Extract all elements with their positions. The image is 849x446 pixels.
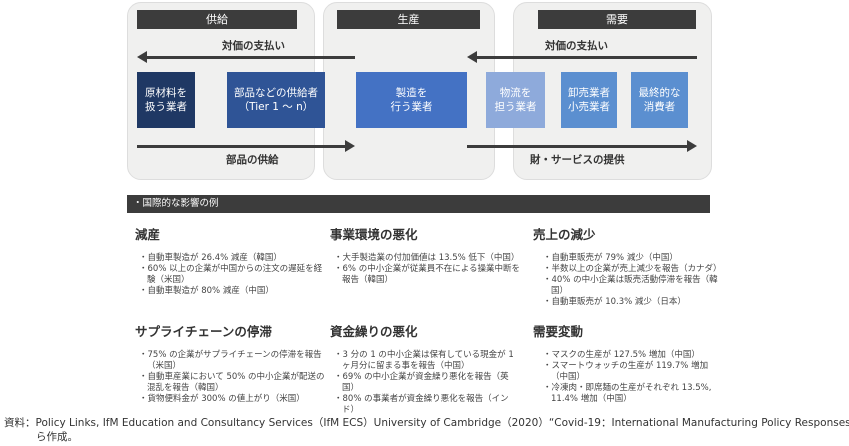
list-item: 半数以上の企業が売上減少を報告（カナダ） — [539, 264, 723, 275]
section-title: サプライチェーンの停滞 — [135, 324, 272, 339]
goods-supply-label: 財・サービスの提供 — [530, 154, 625, 166]
actor-parts-supplier: 部品などの供給者 （Tier 1 ～ n） — [227, 72, 325, 128]
impact-bar: ・国際的な影響の例 — [127, 195, 710, 213]
list-item: 75% の企業がサプライチェーンの停滞を報告（米国） — [135, 350, 325, 372]
parts-supply-arrow — [137, 140, 355, 152]
payment-arrow-right — [467, 51, 697, 63]
list-item: 6% の中小企業が従業員不在による操業中断を報告（韓国） — [330, 264, 520, 286]
list-item: マスクの生産が 127.5% 増加（中国） — [539, 350, 723, 361]
list-item: 40% の中小企業は販売活動停滞を報告（韓国） — [539, 275, 723, 297]
payment-label-left: 対価の支払い — [222, 40, 285, 52]
list-item: スマートウォッチの生産が 119.7% 増加（中国） — [539, 361, 723, 383]
list-item: 自動車販売が 79% 減少（中国） — [539, 253, 723, 264]
actor-logistics: 物流を 担う業者 — [486, 72, 545, 128]
list-item: 80% の事業者が資金繰り悪化を報告（インド） — [330, 394, 520, 416]
list-item: 自動車製造が 80% 減産（中国） — [135, 286, 325, 297]
section-production-cut: 減産 自動車製造が 26.4% 減産（韓国）60% 以上の企業が中国からの注文の… — [135, 224, 325, 297]
supply-header: 供給 — [137, 10, 297, 29]
list-item: 3 分の 1 の中小企業は保有している現金が 1 ヶ月分に留まる事を報告（中国） — [330, 350, 520, 372]
source-note: 資料：Policy Links, IfM Education and Consu… — [4, 417, 849, 443]
goods-supply-arrow — [467, 140, 697, 152]
actor-consumer: 最終的な 消費者 — [631, 72, 688, 128]
list-item: 69% の中小企業が資金繰り悪化を報告（英国） — [330, 372, 520, 394]
section-business-environment: 事業環境の悪化 大手製造業の付加価値は 13.5% 低下（中国）6% の中小企業… — [330, 224, 520, 286]
section-title: 資金繰りの悪化 — [330, 324, 418, 339]
section-cash-flow: 資金繰りの悪化 3 分の 1 の中小企業は保有している現金が 1 ヶ月分に留まる… — [330, 321, 520, 416]
list-item: 貨物便料金が 300% の値上がり（米国） — [135, 394, 325, 405]
section-title: 売上の減少 — [533, 227, 596, 242]
production-header: 生産 — [337, 10, 480, 29]
section-sales-decline: 売上の減少 自動車販売が 79% 減少（中国）半数以上の企業が売上減少を報告（カ… — [533, 224, 723, 308]
actor-manufacturer: 製造を 行う業者 — [356, 72, 467, 128]
section-demand-fluctuation: 需要変動 マスクの生産が 127.5% 増加（中国）スマートウォッチの生産が 1… — [533, 321, 723, 405]
payment-label-right: 対価の支払い — [545, 40, 608, 52]
actor-wholesale-retail: 卸売業者 小売業者 — [561, 72, 617, 128]
list-item: 冷凍肉・即席麺の生産がそれぞれ 13.5%, 11.4% 増加（中国） — [539, 383, 723, 405]
section-title: 減産 — [135, 227, 161, 242]
list-item: 自動車製造が 26.4% 減産（韓国） — [135, 253, 325, 264]
section-supply-chain-stagnation: サプライチェーンの停滞 75% の企業がサプライチェーンの停滞を報告（米国）自動… — [135, 321, 325, 405]
payment-arrow-left — [137, 51, 355, 63]
demand-header: 需要 — [538, 10, 696, 29]
section-title: 事業環境の悪化 — [330, 227, 418, 242]
parts-supply-label: 部品の供給 — [226, 154, 279, 166]
list-item: 大手製造業の付加価値は 13.5% 低下（中国） — [330, 253, 520, 264]
section-title: 需要変動 — [533, 324, 584, 339]
list-item: 自動車産業において 50% の中小企業が配送の混乱を報告（韓国） — [135, 372, 325, 394]
actor-raw-materials: 原材料を 扱う業者 — [137, 72, 195, 128]
list-item: 自動車販売が 10.3% 減少（日本） — [539, 297, 723, 308]
list-item: 60% 以上の企業が中国からの注文の遅延を経験（米国） — [135, 264, 325, 286]
